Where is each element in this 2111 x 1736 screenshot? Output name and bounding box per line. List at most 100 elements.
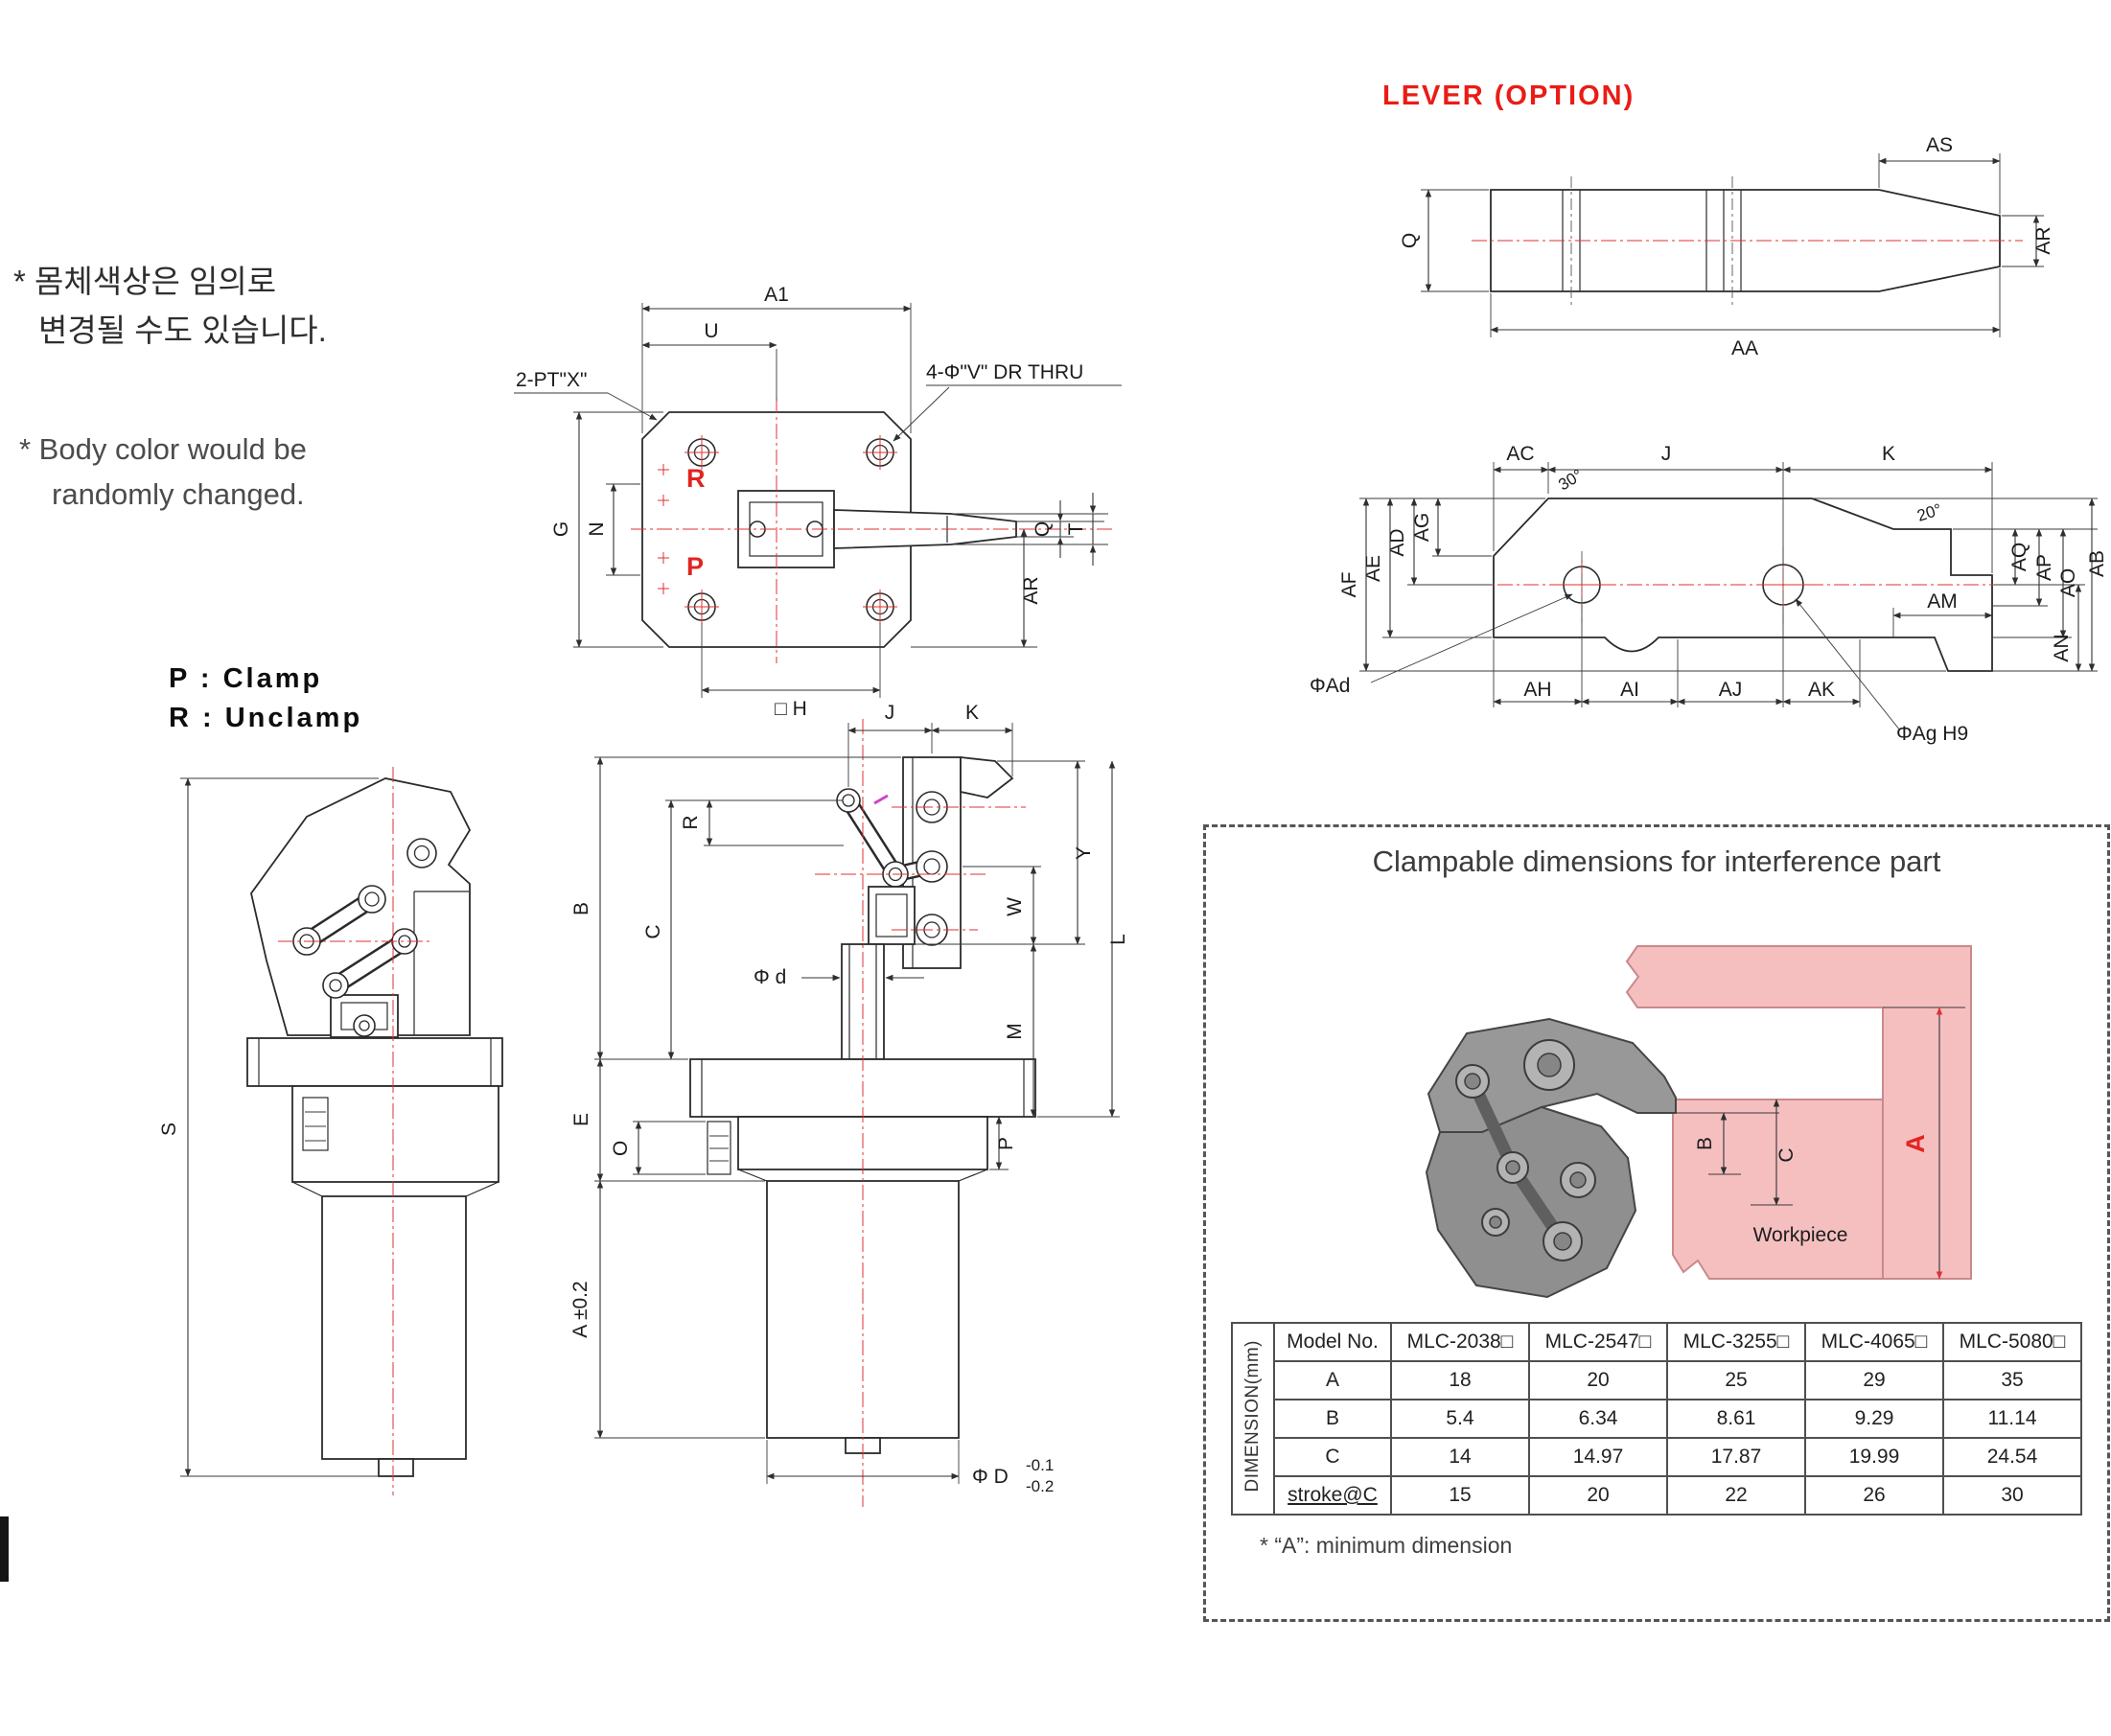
row-label: C: [1273, 1437, 1392, 1477]
magenta-mark: [873, 794, 889, 805]
dim-clamp-a: A: [1901, 1134, 1930, 1153]
dim-fv-e: E: [570, 1113, 592, 1126]
dim-af: AF: [1338, 572, 1360, 598]
stroke-at-c-link[interactable]: stroke@C: [1273, 1475, 1392, 1516]
dim-u: U: [704, 320, 718, 342]
dimension-mm-label: DIMENSION(mm): [1242, 1339, 1263, 1493]
dim-aq: AQ: [2008, 543, 2030, 571]
dim-fv-b: B: [570, 902, 592, 915]
cell: 35: [1942, 1360, 2082, 1400]
dim-n: N: [586, 521, 608, 536]
dim-t: T: [1065, 522, 1087, 535]
clampable-dimensions-panel: Clampable dimensions for interference pa…: [1203, 824, 2110, 1622]
korean-note-line1: * 몸체색상은 임의로: [13, 264, 277, 299]
english-note: * Body color would be randomly changed.: [19, 428, 307, 517]
dim-fv-r: R: [680, 815, 702, 829]
dim-fv-tol-hi: -0.1: [1026, 1456, 1054, 1474]
col-header-3: MLC-3255□: [1666, 1322, 1806, 1362]
dim-ah: AH: [1523, 679, 1551, 701]
spec-table-wrap: DIMENSION(mm) Model No. MLC-2038□ MLC-25…: [1231, 1322, 2082, 1516]
dim-ac: AC: [1506, 443, 1534, 465]
front-view-dimensions: J K B C R E A ±0.2 O Φ d Y: [569, 702, 1129, 1495]
dim-fv-tol-lo: -0.2: [1026, 1477, 1054, 1495]
row-label: B: [1273, 1399, 1392, 1439]
korean-note-line2: 변경될 수도 있습니다.: [38, 312, 327, 349]
cell: 15: [1390, 1475, 1530, 1516]
dim-phi-ag: ΦAg H9: [1896, 723, 1968, 745]
col-header-2: MLC-2547□: [1528, 1322, 1668, 1362]
dim-fv-w: W: [1004, 897, 1026, 916]
table-row-a: A 18 20 25 29 35: [1232, 1360, 2082, 1400]
cell: 26: [1804, 1475, 1944, 1516]
side-view-drawing: S: [158, 767, 503, 1495]
dim-am: AM: [1927, 590, 1958, 613]
col-header-1: MLC-2038□: [1390, 1322, 1530, 1362]
lever-plan-view: AC J K 30° 20° AG AD AE AF AQ AP: [1310, 443, 2108, 745]
dim-ak: AK: [1808, 679, 1835, 701]
top-view-body: [641, 411, 1017, 648]
dim-lever-k: K: [1882, 443, 1895, 465]
note-pt: 2-PT"X": [516, 369, 587, 391]
dim-clamp-b: B: [1694, 1137, 1716, 1150]
legend-clamp: P : Clamp: [169, 663, 323, 694]
cell: 22: [1666, 1475, 1806, 1516]
table-header-row: DIMENSION(mm) Model No. MLC-2038□ MLC-25…: [1231, 1322, 2082, 1516]
dim-a1: A1: [764, 284, 789, 306]
workpiece-label: Workpiece: [1753, 1224, 1848, 1246]
lever-drawing: Q AS AR AA AC J K 30° 20°: [1310, 134, 2108, 745]
legend-unclamp: R : Unclamp: [169, 702, 363, 733]
cell: 20: [1528, 1360, 1668, 1400]
dim-ad: AD: [1386, 528, 1408, 556]
dim-fv-phid: Φ d: [754, 966, 786, 988]
dim-fv-p: P: [995, 1137, 1017, 1150]
minimum-dimension-footnote: * “A”: minimum dimension: [1260, 1533, 1513, 1558]
dim-aj: AJ: [1719, 679, 1743, 701]
top-view-dimensions: A1 U 2-PT"X" 4-Φ"V" DR THRU G N R P Q: [514, 284, 1122, 720]
side-view-dimensions: S: [158, 777, 379, 1477]
row-label: A: [1273, 1360, 1392, 1400]
interference-dimensions: A B C: [1676, 1007, 1943, 1280]
front-view-centerlines: [815, 719, 1026, 1507]
note-v-thru: 4-Φ"V" DR THRU: [926, 361, 1083, 383]
dim-q: Q: [1032, 521, 1054, 537]
dim-fv-a: A ±0.2: [569, 1281, 592, 1337]
cell: 17.87: [1666, 1437, 1806, 1477]
side-view-centerlines: [278, 767, 431, 1495]
cell: 8.61: [1666, 1399, 1806, 1439]
label-r-unclamp: R: [686, 464, 706, 493]
dim-ae: AE: [1362, 555, 1384, 582]
dim-phi-ad: ΦAd: [1310, 675, 1350, 697]
clamp-legend: P : Clamp R : Unclamp: [169, 660, 362, 737]
dim-fv-k: K: [965, 702, 979, 724]
dim-ar: AR: [1020, 576, 1042, 604]
dim-s: S: [158, 1123, 180, 1136]
cell: 24.54: [1942, 1437, 2082, 1477]
dim-fv-phiD: Φ D: [972, 1466, 1009, 1488]
spec-table: DIMENSION(mm) Model No. MLC-2038□ MLC-25…: [1231, 1322, 2082, 1516]
dim-fv-c: C: [642, 924, 664, 938]
dim-lever-j: J: [1661, 443, 1672, 465]
table-row-stroke: stroke@C 15 20 22 26 30: [1232, 1475, 2082, 1516]
cell: 25: [1666, 1360, 1806, 1400]
col-header-5: MLC-5080□: [1942, 1322, 2082, 1362]
cell: 19.99: [1804, 1437, 1944, 1477]
dim-aa: AA: [1731, 337, 1758, 359]
top-view-centerlines: [631, 398, 1112, 663]
page-edge-mark: [0, 1516, 9, 1582]
table-row-c: C 14 14.97 17.87 19.99 24.54: [1232, 1437, 2082, 1477]
dim-lever-q: Q: [1399, 233, 1421, 248]
dim-fv-l: L: [1107, 934, 1129, 945]
cell: 5.4: [1390, 1399, 1530, 1439]
label-p-clamp: P: [686, 552, 704, 581]
axis-label-cell: DIMENSION(mm): [1231, 1322, 1275, 1516]
lever-side-view: Q AS AR AA: [1399, 134, 2054, 359]
top-view-drawing: A1 U 2-PT"X" 4-Φ"V" DR THRU G N R P Q: [514, 284, 1122, 720]
dim-g: G: [550, 521, 572, 537]
english-note-line1: * Body color would be: [19, 432, 307, 466]
dim-fv-o: O: [610, 1141, 632, 1156]
dim-fv-m: M: [1004, 1023, 1026, 1040]
clampable-title: Clampable dimensions for interference pa…: [1372, 845, 1941, 878]
dim-ao: AO: [2057, 568, 2079, 597]
cell: 29: [1804, 1360, 1944, 1400]
